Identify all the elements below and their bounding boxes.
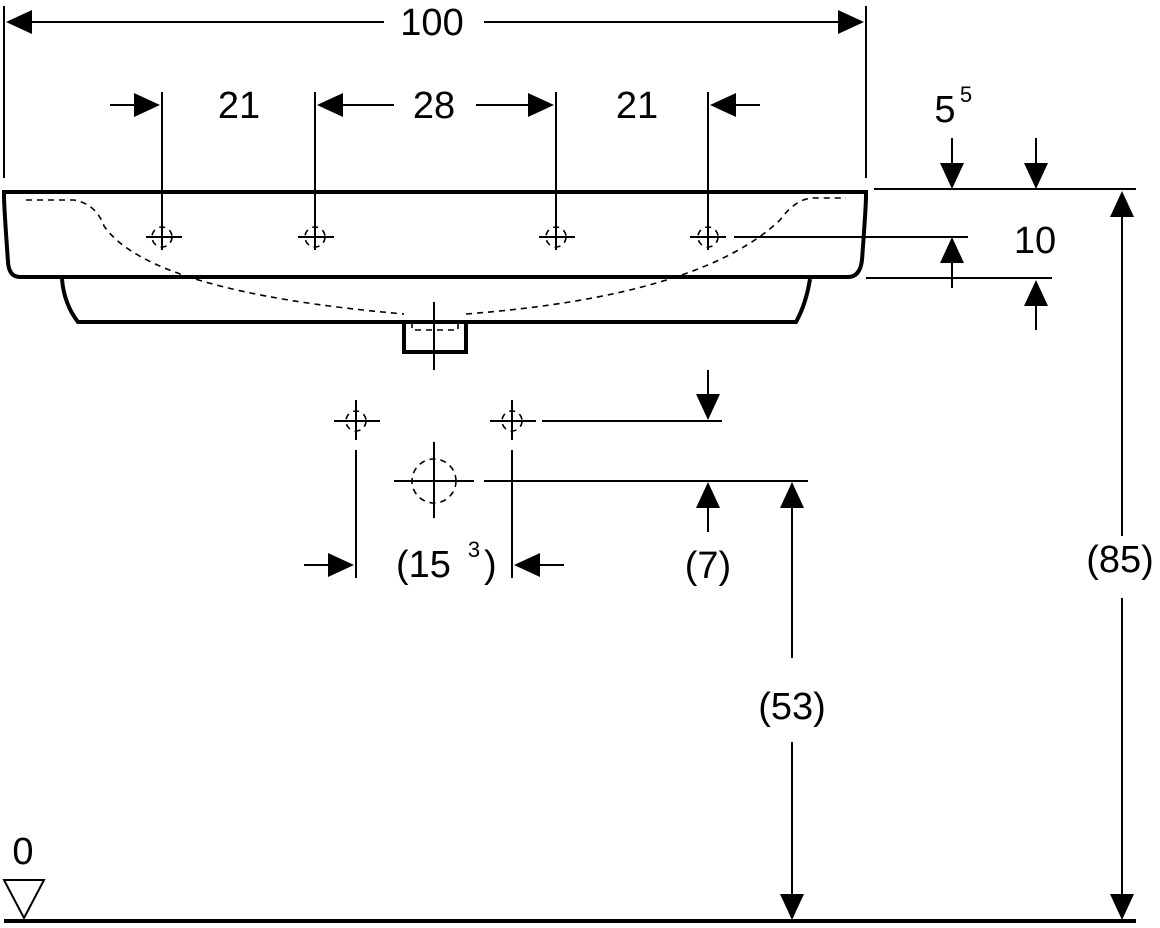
dimension-waste-offset: (7): [484, 370, 808, 587]
waste-height-label: (53): [758, 686, 826, 728]
floor-reference: 0: [2, 831, 1136, 923]
basin-outline: [2, 190, 868, 370]
waste-connection: [394, 442, 474, 518]
floor-level-triangle-icon: [2, 879, 46, 921]
dimension-overall-width: 100: [3, 2, 867, 178]
supply-spacing-label: (15: [396, 544, 451, 586]
spacing-left-label: 21: [218, 85, 260, 127]
spacing-right-label: 21: [616, 85, 658, 127]
dimension-waste-height: (53): [758, 482, 826, 920]
total-height-label: (85): [1086, 539, 1154, 581]
supply-connection-left: [334, 400, 380, 578]
spacing-center-label: 28: [413, 85, 455, 127]
tap-hole-2: [298, 92, 334, 250]
dimension-top-offset: 5 5: [934, 82, 1048, 189]
top-offset-label: 5: [934, 89, 955, 131]
top-offset-superscript: 5: [960, 82, 972, 107]
dimension-tap-spacing: 21 28 21: [110, 85, 760, 127]
supply-spacing-superscript: 3: [468, 537, 480, 562]
rim-height-label: 10: [1014, 220, 1056, 262]
tap-hole-1: [146, 92, 182, 250]
dimension-rim-height: 10: [734, 188, 1136, 330]
overall-width-label: 100: [400, 2, 463, 44]
floor-level-label: 0: [12, 831, 33, 873]
dimension-supply-spacing: (15 3 ): [304, 537, 564, 586]
waste-offset-label: (7): [685, 545, 731, 587]
dimension-total-height: (85): [1086, 191, 1154, 920]
supply-spacing-close: ): [484, 544, 497, 586]
tap-hole-3: [539, 92, 575, 250]
supply-connection-right: [490, 400, 536, 578]
tap-hole-4: [690, 92, 726, 250]
